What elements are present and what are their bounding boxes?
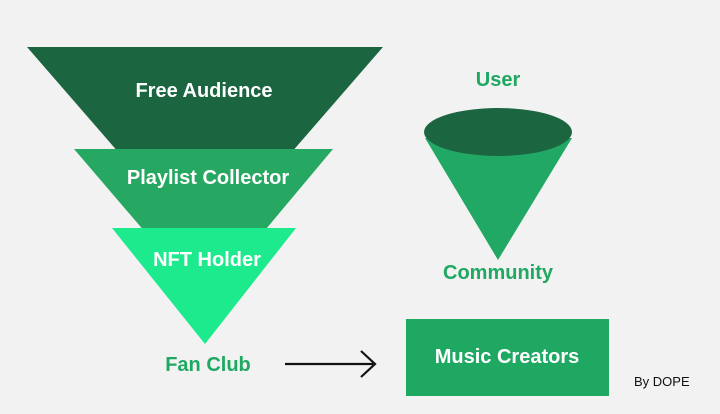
right-arrow-icon: [285, 350, 377, 378]
funnel-tier-playlist-collector: [74, 149, 333, 302]
music-creators-box: [406, 319, 609, 396]
funnel-label-free-audience: Free Audience: [135, 80, 272, 102]
community-label: Community: [443, 262, 554, 284]
funnel-tier-nft-holder: [112, 228, 296, 344]
user-label: User: [476, 69, 521, 91]
funnel-label-playlist-collector: Playlist Collector: [127, 167, 289, 189]
credit-text: By DOPE: [634, 374, 690, 389]
cone-body: [425, 138, 572, 260]
fan-club-label: Fan Club: [165, 354, 251, 376]
cone-rim: [424, 108, 572, 156]
music-creators-label: Music Creators: [435, 346, 580, 368]
funnel-label-nft-holder: NFT Holder: [153, 249, 261, 271]
